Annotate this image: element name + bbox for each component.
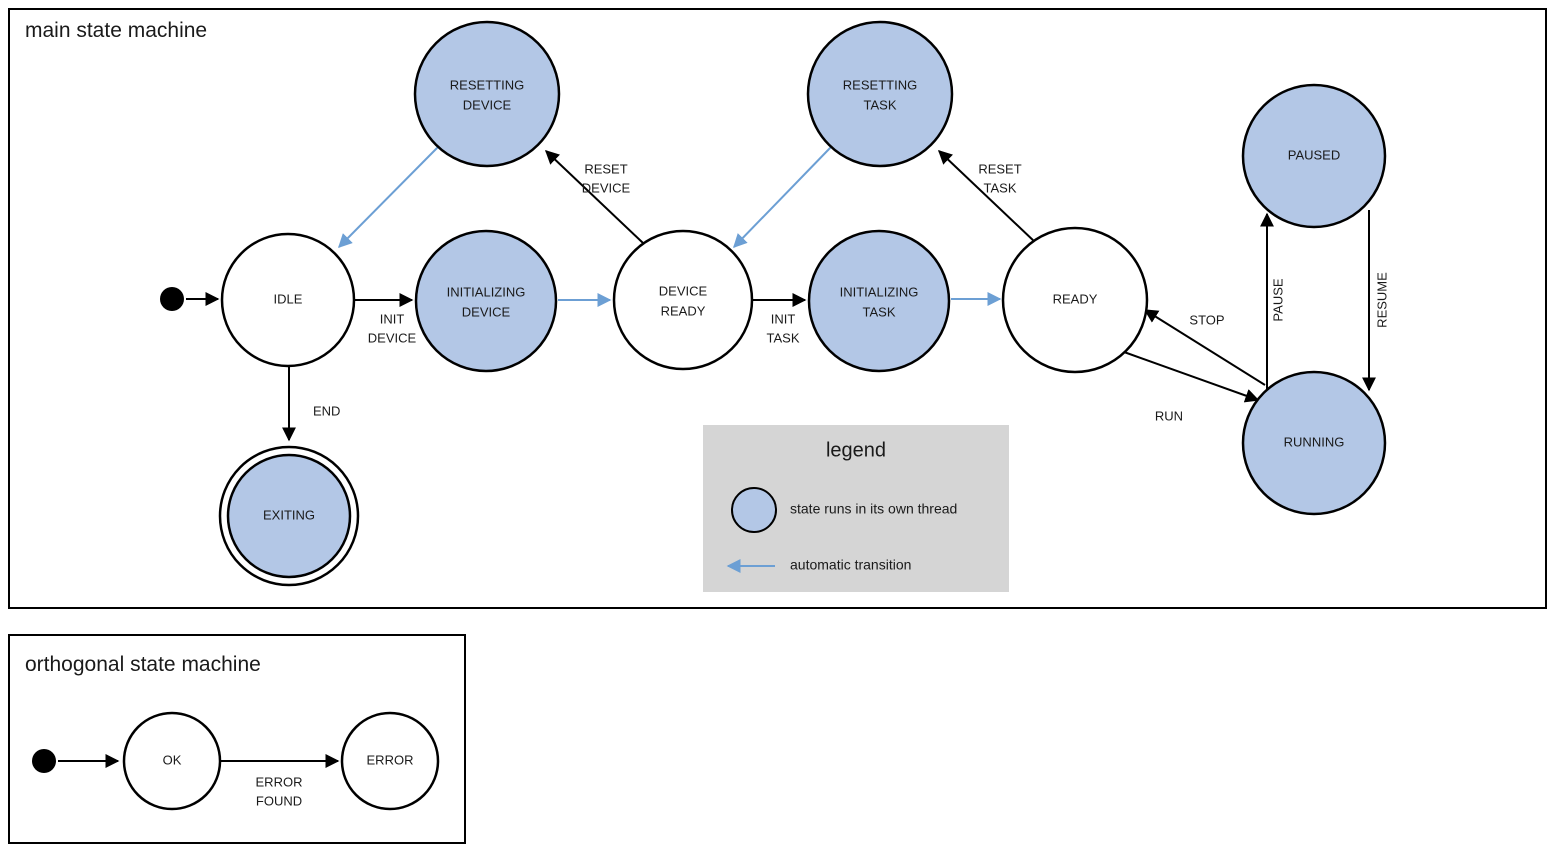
state-node-resetting-device[interactable]: RESETTING DEVICE: [413, 20, 561, 168]
state-final-outer-ring-exiting: [218, 445, 360, 587]
state-circle-resetting-device[interactable]: [413, 20, 561, 168]
state-label-initializing-task-line2: TASK: [863, 304, 896, 319]
state-circle-ok[interactable]: [122, 711, 222, 811]
state-node-initializing-task[interactable]: INITIALIZING TASK: [807, 229, 951, 373]
edge-label-error-found-line2: FOUND: [256, 793, 302, 808]
edge-label-init-device-line1: INIT: [380, 311, 405, 326]
orthogonal-panel-title: orthogonal state machine: [25, 653, 261, 676]
transition-device-ready-to-initializing-task: INIT TASK: [753, 293, 807, 345]
edge-label-reset-task-line2: TASK: [984, 180, 1017, 195]
edge-line-ready-to-resetting-task: [937, 150, 1037, 244]
transition-resetting-device-to-idle: [338, 146, 439, 248]
state-label-resetting-task-line1: RESETTING: [843, 77, 917, 92]
edge-label-run: RUN: [1155, 408, 1183, 423]
edge-label-init-task-line2: TASK: [767, 330, 800, 345]
state-label-resetting-device-line1: RESETTING: [450, 77, 524, 92]
state-label-resetting-device-line2: DEVICE: [463, 97, 512, 112]
transition-ok-to-error: ERROR FOUND: [220, 754, 340, 808]
state-circle-exiting[interactable]: [226, 453, 352, 579]
main-states: IDLE RESETTING DEVICE INITIALIZING DEVIC…: [160, 20, 1387, 587]
edge-label-reset-device-line2: DEVICE: [582, 180, 631, 195]
state-circle-resetting-task[interactable]: [806, 20, 954, 168]
state-label-running: RUNNING: [1284, 434, 1345, 449]
legend-item-thread-state-label: state runs in its own thread: [790, 501, 957, 517]
main-state-machine-panel: main state machine INIT DEVICE: [8, 8, 1547, 609]
state-node-resetting-task[interactable]: RESETTING TASK: [806, 20, 954, 168]
edge-label-init-task-line1: INIT: [771, 311, 796, 326]
edge-label-init-device-line2: DEVICE: [368, 330, 417, 345]
state-label-paused: PAUSED: [1288, 147, 1341, 162]
state-circle-paused[interactable]: [1241, 83, 1387, 229]
edge-label-end: END: [313, 403, 340, 418]
transition-running-to-paused: PAUSE: [1260, 212, 1285, 392]
transition-ready-to-running: RUN: [1123, 351, 1260, 423]
edge-label-reset-device-line1: RESET: [584, 161, 627, 176]
main-transitions: INIT DEVICE RESET DEVICE: [186, 146, 1389, 442]
state-circle-device-ready[interactable]: [612, 229, 754, 371]
transition-device-ready-to-resetting-device: RESET DEVICE: [544, 150, 644, 244]
state-circle-running[interactable]: [1241, 370, 1387, 516]
edge-line-running-to-ready: [1143, 309, 1266, 386]
edge-line-resetting-task-to-device-ready: [733, 146, 832, 249]
edge-label-reset-task-line1: RESET: [978, 161, 1021, 176]
state-label-ok: OK: [163, 752, 182, 767]
state-node-error[interactable]: ERROR: [340, 711, 440, 811]
state-node-paused[interactable]: PAUSED: [1241, 83, 1387, 229]
state-node-ok[interactable]: OK: [122, 711, 222, 811]
state-label-ready: READY: [1053, 291, 1098, 306]
state-circle-initializing-task[interactable]: [807, 229, 951, 373]
state-circle-idle[interactable]: [220, 232, 356, 368]
state-label-initializing-task-line1: INITIALIZING: [840, 284, 919, 299]
orthogonal-states: OK ERROR: [32, 711, 440, 811]
legend-item-thread-state: state runs in its own thread: [731, 487, 957, 533]
state-label-device-ready-line2: READY: [661, 303, 706, 318]
state-node-ready[interactable]: READY: [1001, 226, 1149, 374]
main-panel-title: main state machine: [25, 19, 207, 42]
state-label-error: ERROR: [367, 752, 414, 767]
state-label-resetting-task-line2: TASK: [864, 97, 897, 112]
state-node-exiting[interactable]: EXITING: [218, 445, 360, 587]
state-node-idle[interactable]: IDLE: [220, 232, 356, 368]
state-label-initializing-device-line1: INITIALIZING: [447, 284, 526, 299]
legend: legend state runs in its own thread auto…: [703, 425, 1009, 592]
state-circle-error[interactable]: [340, 711, 440, 811]
edge-line-device-ready-to-resetting-device: [544, 150, 644, 244]
state-node-device-ready[interactable]: DEVICE READY: [612, 229, 754, 371]
edge-line-ready-to-running: [1123, 351, 1260, 403]
edge-line-resetting-device-to-idle: [338, 146, 439, 248]
transition-resetting-task-to-device-ready: [733, 146, 832, 249]
initial-pseudostate-dot[interactable]: [160, 287, 184, 311]
orthogonal-state-machine-panel: orthogonal state machine ERROR FOUND OK: [8, 634, 466, 844]
transition-paused-to-running: RESUME: [1362, 210, 1389, 392]
state-label-device-ready-line1: DEVICE: [659, 283, 708, 298]
orthogonal-initial-pseudostate-dot[interactable]: [32, 749, 56, 773]
edge-label-pause: PAUSE: [1270, 278, 1285, 321]
transition-ready-to-resetting-task: RESET TASK: [937, 150, 1037, 244]
state-label-exiting: EXITING: [263, 507, 315, 522]
edge-label-resume: RESUME: [1374, 272, 1389, 328]
state-circle-initializing-device[interactable]: [414, 229, 558, 373]
transition-idle-to-exiting: END: [282, 367, 340, 442]
state-circle-ready[interactable]: [1001, 226, 1149, 374]
legend-title: legend: [826, 439, 886, 461]
state-label-idle: IDLE: [274, 291, 303, 306]
state-node-running[interactable]: RUNNING: [1241, 370, 1387, 516]
legend-item-automatic-transition: automatic transition: [726, 557, 911, 573]
orthogonal-transitions: ERROR FOUND: [58, 754, 340, 808]
legend-item-automatic-transition-label: automatic transition: [790, 557, 911, 573]
blue-circle-swatch-icon: [731, 487, 777, 533]
transition-running-to-ready: STOP: [1143, 309, 1266, 386]
state-node-initializing-device[interactable]: INITIALIZING DEVICE: [414, 229, 558, 373]
edge-label-error-found-line1: ERROR: [256, 774, 303, 789]
state-label-initializing-device-line2: DEVICE: [462, 304, 511, 319]
edge-label-stop: STOP: [1189, 312, 1224, 327]
transition-idle-to-initializing-device: INIT DEVICE: [354, 293, 417, 345]
